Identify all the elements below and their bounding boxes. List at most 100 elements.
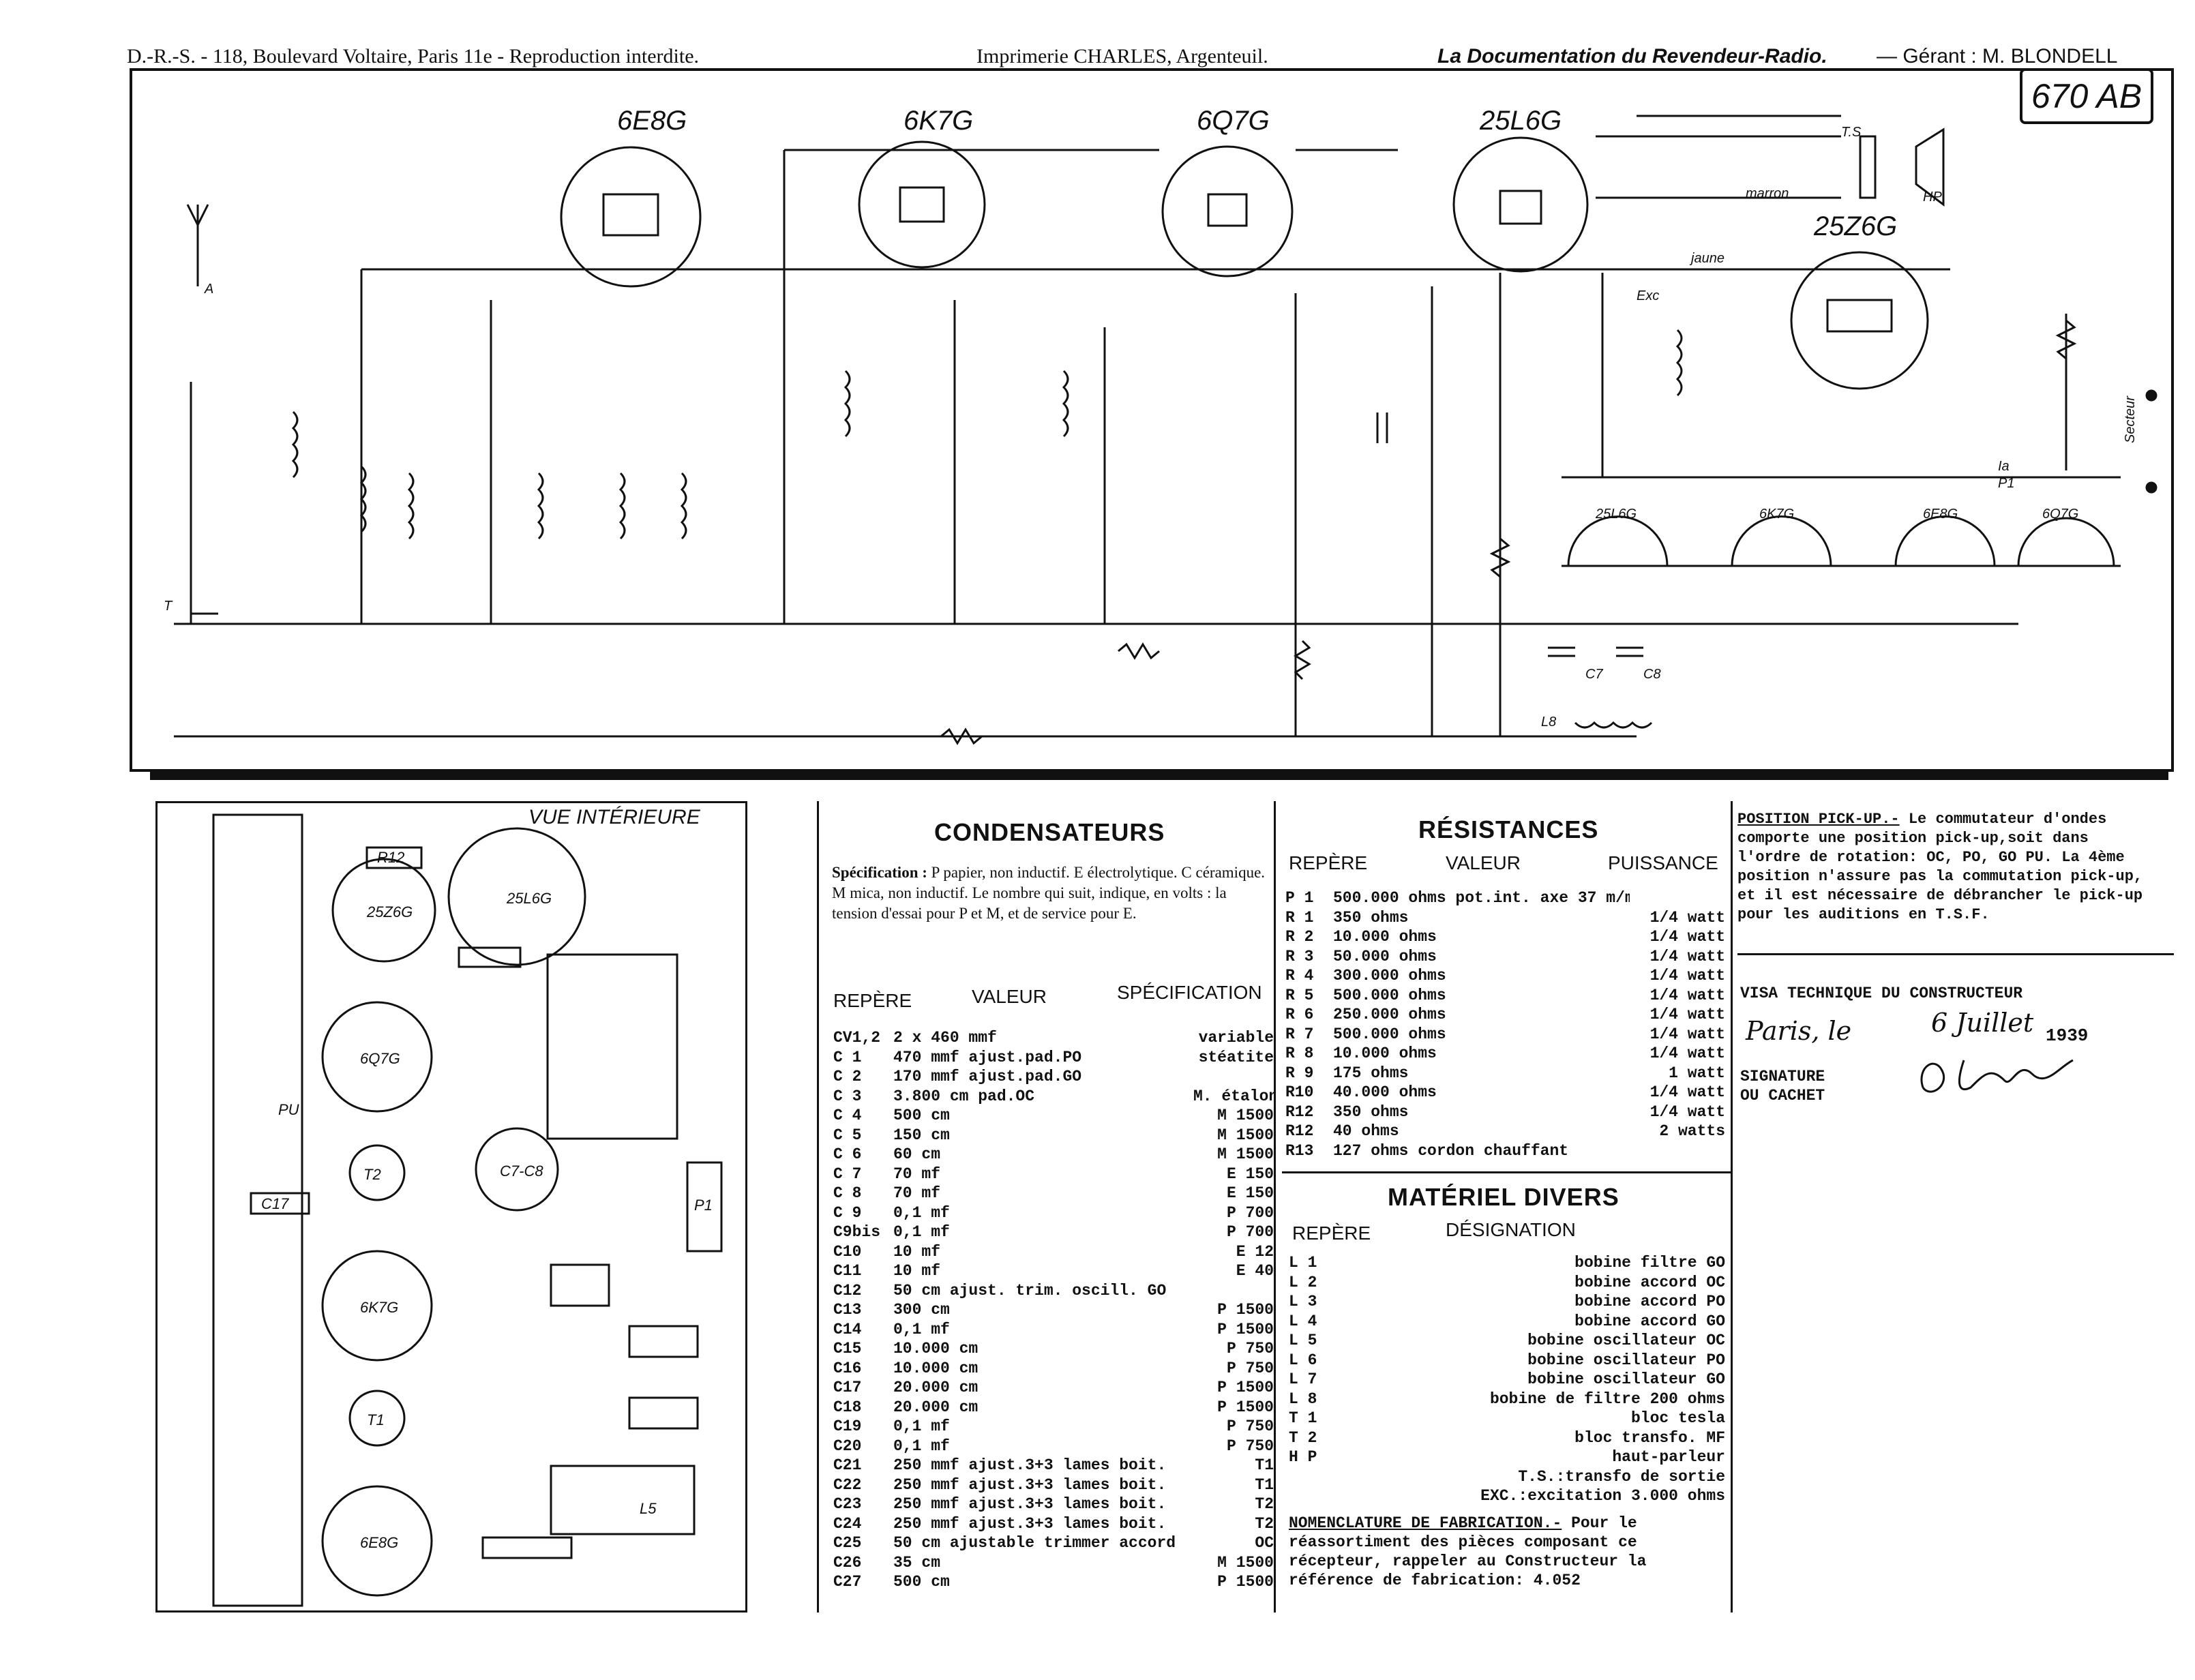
col-header: REPÈRE: [833, 990, 912, 1011]
header-printer: Imprimerie CHARLES, Argenteuil.: [976, 45, 1268, 68]
table-row: T.S.:transfo de sortie: [1289, 1467, 1725, 1487]
pickup-note: POSITION PICK-UP.- Le commutateur d'onde…: [1737, 810, 2160, 925]
table-row: C11 10 mf E 40: [833, 1261, 1276, 1281]
table-cell: M 1500: [1217, 1145, 1274, 1163]
table-cell: stéatite: [1198, 1048, 1274, 1066]
table-cell: E 40: [1236, 1262, 1274, 1280]
terminal-label: C7: [1585, 667, 1603, 682]
table-cell: bobine accord PO: [1574, 1293, 1725, 1310]
table-cell: M 1500: [1217, 1126, 1274, 1144]
part-label: T1: [367, 1411, 385, 1428]
table-cell: C18: [833, 1398, 862, 1416]
table-cell: OC: [1255, 1534, 1274, 1552]
interior-view-frame: [155, 801, 747, 1612]
table-cell: 500.000 ohms pot.int. axe 37 m/m: [1333, 889, 1630, 907]
part-label: 25L6G: [506, 890, 552, 907]
circuit-schematic: 6E8G 6K7G 6Q7G 25L6G 25Z6G 25L6G 6K7G 6E…: [164, 106, 2157, 745]
terminal-label: Secteur: [2123, 395, 2138, 443]
header-manager: — Gérant : M. BLONDELL: [1877, 45, 2118, 68]
table-cell: P 1500: [1217, 1573, 1274, 1591]
col-header: VALEUR: [972, 986, 1047, 1007]
table-cell: C26: [833, 1553, 862, 1572]
table-cell: 1/4 watt: [1649, 967, 1725, 985]
table-cell: T.S.:transfo de sortie: [1518, 1467, 1725, 1486]
table-cell: EXC.:excitation 3.000 ohms: [1480, 1487, 1725, 1505]
part-label: 6Q7G: [360, 1050, 400, 1067]
table-row: EXC.:excitation 3.000 ohms: [1289, 1486, 1725, 1506]
table-cell: L 8: [1289, 1390, 1317, 1408]
column-rule: [1731, 801, 1733, 1612]
table-cell: M 1500: [1217, 1107, 1274, 1124]
table-cell: C 9: [833, 1203, 862, 1222]
resistances-title: RÉSISTANCES: [1418, 815, 1599, 843]
table-cell: 250 mmf ajust.3+3 lames boit.: [893, 1495, 1167, 1513]
terminal-label: P1: [1998, 476, 2014, 491]
terminal-label: Exc: [1637, 288, 1659, 303]
section-rule: [1737, 953, 2174, 955]
section-rule: [1282, 1171, 1732, 1173]
table-cell: R 8: [1285, 1045, 1314, 1062]
table-cell: 470 mmf ajust.pad.PO: [893, 1048, 1082, 1066]
table-cell: L 5: [1289, 1332, 1317, 1349]
column-rule: [1274, 801, 1276, 1612]
part-label: C17: [261, 1195, 289, 1212]
table-cell: 1/4 watt: [1649, 1083, 1725, 1101]
table-cell: C27: [833, 1573, 862, 1591]
table-cell: R 4: [1285, 967, 1314, 985]
table-cell: 500.000 ohms: [1333, 1025, 1446, 1043]
table-cell: R 7: [1285, 1025, 1314, 1043]
table-cell: C 2: [833, 1068, 862, 1085]
table-cell: T1: [1255, 1475, 1274, 1494]
table-cell: 1/4 watt: [1649, 1102, 1725, 1121]
header-title: La Documentation du Revendeur-Radio.: [1437, 45, 1827, 68]
table-cell: C 7: [833, 1165, 862, 1183]
materiel-title: MATÉRIEL DIVERS: [1388, 1183, 1619, 1211]
table-cell: C10: [833, 1242, 862, 1261]
table-cell: C13: [833, 1301, 862, 1319]
table-cell: T2: [1255, 1495, 1274, 1513]
table-cell: L 2: [1289, 1273, 1317, 1291]
table-cell: 2 watts: [1659, 1122, 1725, 1140]
table-cell: 1/4 watt: [1649, 928, 1725, 946]
terminal-label: jaune: [1689, 251, 1724, 266]
table-cell: 40 ohms: [1333, 1122, 1399, 1140]
table-cell: CV1,2: [833, 1029, 881, 1047]
table-cell: C21: [833, 1456, 862, 1474]
table-cell: C 8: [833, 1184, 862, 1202]
table-cell: C11: [833, 1262, 862, 1280]
terminal-label: T.S: [1841, 125, 1862, 140]
table-cell: bobine accord GO: [1574, 1312, 1725, 1330]
table-cell: 10 mf: [893, 1262, 941, 1280]
table-cell: R10: [1285, 1083, 1314, 1101]
table-row: C23 250 mmf ajust.3+3 lames boit. T2: [833, 1495, 1276, 1514]
table-cell: 2 x 460 mmf: [893, 1029, 997, 1047]
chassis-layout: 25Z6G 25L6G 6Q7G T2 C7-C8 6K7G T1 6E8G R…: [212, 813, 723, 1607]
table-cell: [1193, 1281, 1274, 1301]
section-divider: [150, 772, 2168, 780]
table-cell: bobine filtre GO: [1574, 1254, 1725, 1272]
table-row: C 33.800 cm pad.OCM. étalonné: [833, 1087, 1276, 1107]
table-cell: 1/4 watt: [1649, 986, 1725, 1004]
table-cell: C23: [833, 1495, 862, 1513]
visa-title: VISA TECHNIQUE DU CONSTRUCTEUR: [1740, 985, 2023, 1002]
table-cell: C22: [833, 1475, 862, 1494]
